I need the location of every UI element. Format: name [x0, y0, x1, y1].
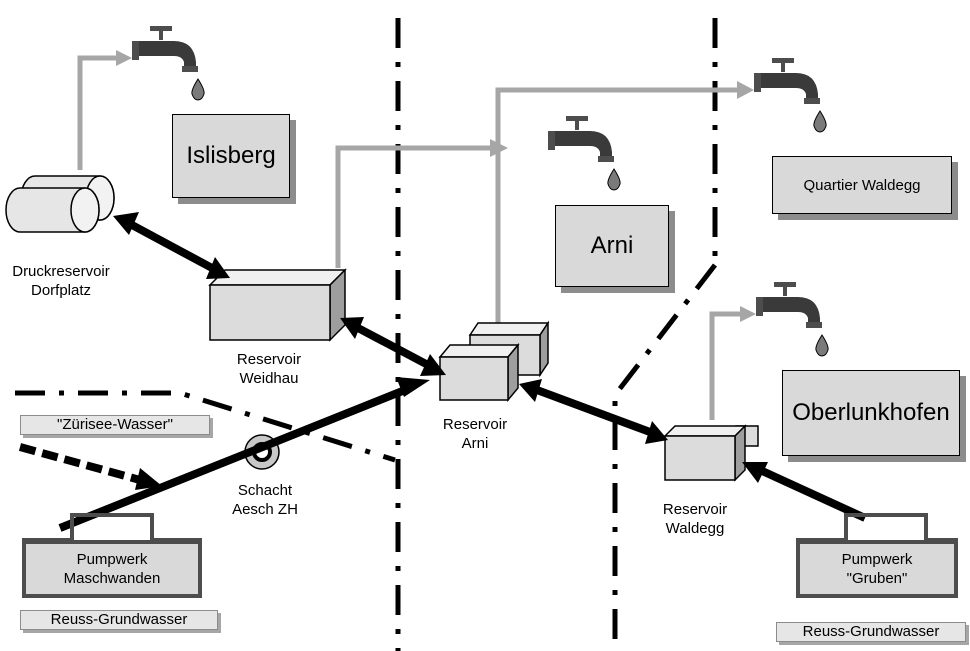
faucet-icon — [756, 282, 829, 357]
place-islisberg: Islisberg — [172, 114, 290, 198]
faucet-icon — [548, 116, 621, 191]
label-line: Pumpwerk — [841, 551, 913, 568]
place-quartier-waldegg: Quartier Waldegg — [772, 156, 952, 214]
reservoir-weidhau-label: Reservoir Weidhau — [214, 350, 324, 388]
place-label: Islisberg — [186, 142, 276, 169]
label-line: Reservoir — [236, 351, 302, 368]
boundary-lines — [15, 18, 718, 651]
source-zuerisee: "Zürisee-Wasser" — [20, 415, 210, 435]
place-oberlunkhofen: Oberlunkhofen — [782, 370, 960, 456]
faucet-icon — [754, 58, 827, 133]
schacht-label: Schacht Aesch ZH — [215, 481, 315, 519]
label-line: Reservoir — [662, 501, 728, 518]
label-line: Arni — [461, 435, 489, 452]
reservoir-waldegg-label: Reservoir Waldegg — [640, 500, 750, 538]
label-line: Schacht — [237, 482, 293, 499]
transport-pipe-arrowheads — [113, 212, 768, 490]
faucet-icon — [132, 26, 205, 101]
label-line: Waldegg — [665, 520, 725, 537]
reservoir-weidhau-icon — [208, 268, 347, 342]
label-line: Maschwanden — [63, 570, 161, 587]
source-reuss-right: Reuss-Grundwasser — [776, 622, 966, 642]
reservoir-arni-label: Reservoir Arni — [420, 415, 530, 453]
place-label: Arni — [590, 232, 634, 259]
place-label: Oberlunkhofen — [792, 399, 950, 426]
transport-pipes — [18, 221, 867, 532]
label-line: Aesch ZH — [232, 501, 298, 518]
label-line: Druckreservoir — [12, 263, 110, 280]
place-arni: Arni — [555, 205, 669, 287]
place-label: Quartier Waldegg — [803, 176, 921, 194]
label-line: Pumpwerk — [76, 551, 148, 568]
pumpwerk-maschwanden: Pumpwerk Maschwanden — [22, 540, 202, 598]
label-line: Weidhau — [239, 370, 299, 387]
label-line: Dorfplatz — [30, 282, 92, 299]
reservoir-waldegg-icon — [663, 424, 759, 482]
source-reuss-left: Reuss-Grundwasser — [20, 610, 218, 630]
supply-pipes — [77, 55, 742, 420]
druckreservoir-label: Druckreservoir Dorfplatz — [0, 262, 122, 300]
pumpwerk-gruben: Pumpwerk "Gruben" — [796, 540, 958, 598]
supply-pipe-arrowheads — [116, 50, 756, 322]
druckreservoir-icon — [5, 175, 115, 233]
reservoir-arni-icon — [438, 320, 550, 403]
label-line: Reservoir — [442, 416, 508, 433]
label-line: "Gruben" — [846, 570, 908, 587]
pump-connectors — [22, 513, 958, 542]
